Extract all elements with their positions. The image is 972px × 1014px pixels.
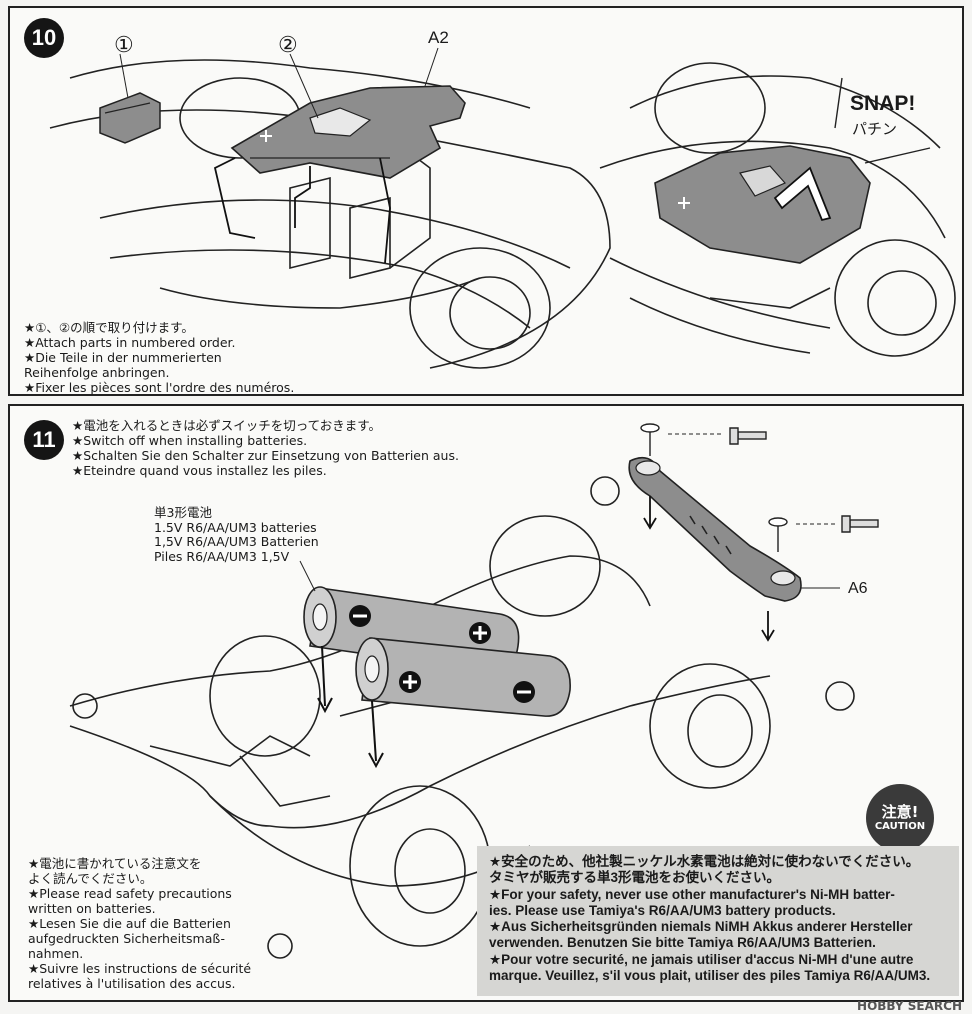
note-line: Reihenfolge anbringen. — [24, 365, 170, 380]
caution-badge-jp: 注意! — [881, 803, 919, 821]
caution-line: ★For your safety, never use other manufa… — [489, 886, 895, 902]
battery-label-line: 単3形電池 — [154, 505, 212, 520]
caution-line: ies. Please use Tamiya's R6/AA/UM3 batte… — [489, 902, 836, 918]
cover-part-installed — [654, 145, 871, 264]
insert-arrows — [213, 157, 391, 264]
note-line: ★Attach parts in numbered order. — [24, 335, 236, 350]
step-11-illustration — [69, 423, 879, 959]
step-number-badge: 11 — [24, 420, 64, 460]
battery-safety-notes: ★電池に書かれている注意文を よく読んでください。 ★Please read s… — [28, 856, 251, 991]
step-11-panel: 11 ★電池を入れるときは必ずスイッチを切っておきます。 ★Switch off… — [8, 404, 964, 1002]
switch-off-notes: ★電池を入れるときは必ずスイッチを切っておきます。 ★Switch off wh… — [72, 418, 459, 478]
note-line: ★①、②の順で取り付けます。 — [24, 320, 194, 335]
note-line: ★Eteindre quand vous installez les piles… — [72, 463, 327, 478]
battery-label: 単3形電池 1.5V R6/AA/UM3 batteries 1,5V R6/A… — [154, 505, 319, 564]
mount-arrows — [643, 496, 775, 642]
caution-box: ★安全のため、他社製ニッケル水素電池は絶対に使わないでください。 タミヤが販売す… — [477, 846, 959, 996]
caution-line: ★安全のため、他社製ニッケル水素電池は絶対に使わないでください。 — [489, 854, 920, 869]
note-line: ★電池を入れるときは必ずスイッチを切っておきます。 — [72, 418, 381, 433]
screw-leaders — [668, 433, 836, 525]
caution-line: verwenden. Benutzen Sie bitte Tamiya R6/… — [489, 935, 876, 951]
screws — [640, 423, 879, 552]
note-line: ★電池に書かれている注意文を — [28, 856, 202, 871]
note-line: ★Suivre les instructions de sécurité — [28, 961, 252, 976]
note-line: ★Lesen Sie die auf die Batterien — [28, 916, 231, 931]
chassis-drawing-right — [599, 62, 956, 357]
caution-line: marque. Veuillez, s'il vous plait, utili… — [489, 968, 931, 984]
note-line: ★Fixer les pièces sont l'ordre des numér… — [24, 380, 295, 395]
cover-part-a2 — [230, 85, 466, 179]
battery-insert-arrows — [317, 645, 384, 769]
watermark: HOBBY SEARCH — [857, 999, 962, 1013]
step-10-panel: 10 — [8, 6, 964, 396]
note-line: よく読んでください。 — [28, 871, 153, 886]
snap-label-jp: パチン — [852, 120, 898, 138]
caution-line: ★Pour votre securité, ne jamais utiliser… — [489, 951, 914, 967]
caution-badge: 注意! CAUTION — [866, 784, 934, 852]
bracket-part-a6 — [628, 456, 802, 602]
note-line: ★Die Teile in der nummerierten — [24, 350, 222, 365]
caution-badge-en: CAUTION — [874, 821, 926, 832]
note-line: relatives à l'utilisation des accus. — [28, 976, 236, 991]
part-label-a6: A6 — [848, 580, 868, 597]
step-10-notes: ★①、②の順で取り付けます。 ★Attach parts in numbered… — [24, 320, 294, 395]
note-line: aufgedruckten Sicherheitsmaß- — [28, 931, 225, 946]
battery-label-leader — [299, 560, 316, 592]
callout-leaders — [119, 47, 439, 119]
caution-line: ★Aus Sicherheitsgründen niemals NiMH Akk… — [489, 919, 913, 935]
chassis-drawing-left — [49, 59, 611, 369]
battery-label-line: 1,5V R6/AA/UM3 Batterien — [154, 534, 319, 549]
callout-number-1: ① — [114, 32, 134, 57]
callout-number-2: ② — [278, 32, 298, 57]
switch-part-1 — [99, 92, 161, 144]
note-line: ★Switch off when installing batteries. — [72, 433, 308, 448]
note-line: written on batteries. — [28, 901, 156, 916]
note-line: ★Please read safety precautions — [28, 886, 232, 901]
caution-line: タミヤが販売する単3形電池をお使いください。 — [489, 870, 781, 886]
step-10-illustration — [49, 47, 956, 369]
snap-accent-lines — [834, 77, 931, 164]
step-number-badge: 10 — [24, 18, 64, 58]
note-line: nahmen. — [28, 946, 84, 961]
note-line: ★Schalten Sie den Schalter zur Einsetzun… — [72, 448, 459, 463]
battery-label-line: Piles R6/AA/UM3 1,5V — [154, 548, 290, 564]
snap-arrow — [773, 166, 832, 222]
part-label-a2: A2 — [428, 28, 449, 47]
snap-label: SNAP! — [850, 92, 916, 115]
battery-label-line: 1.5V R6/AA/UM3 batteries — [154, 519, 317, 535]
battery-front — [355, 637, 571, 717]
